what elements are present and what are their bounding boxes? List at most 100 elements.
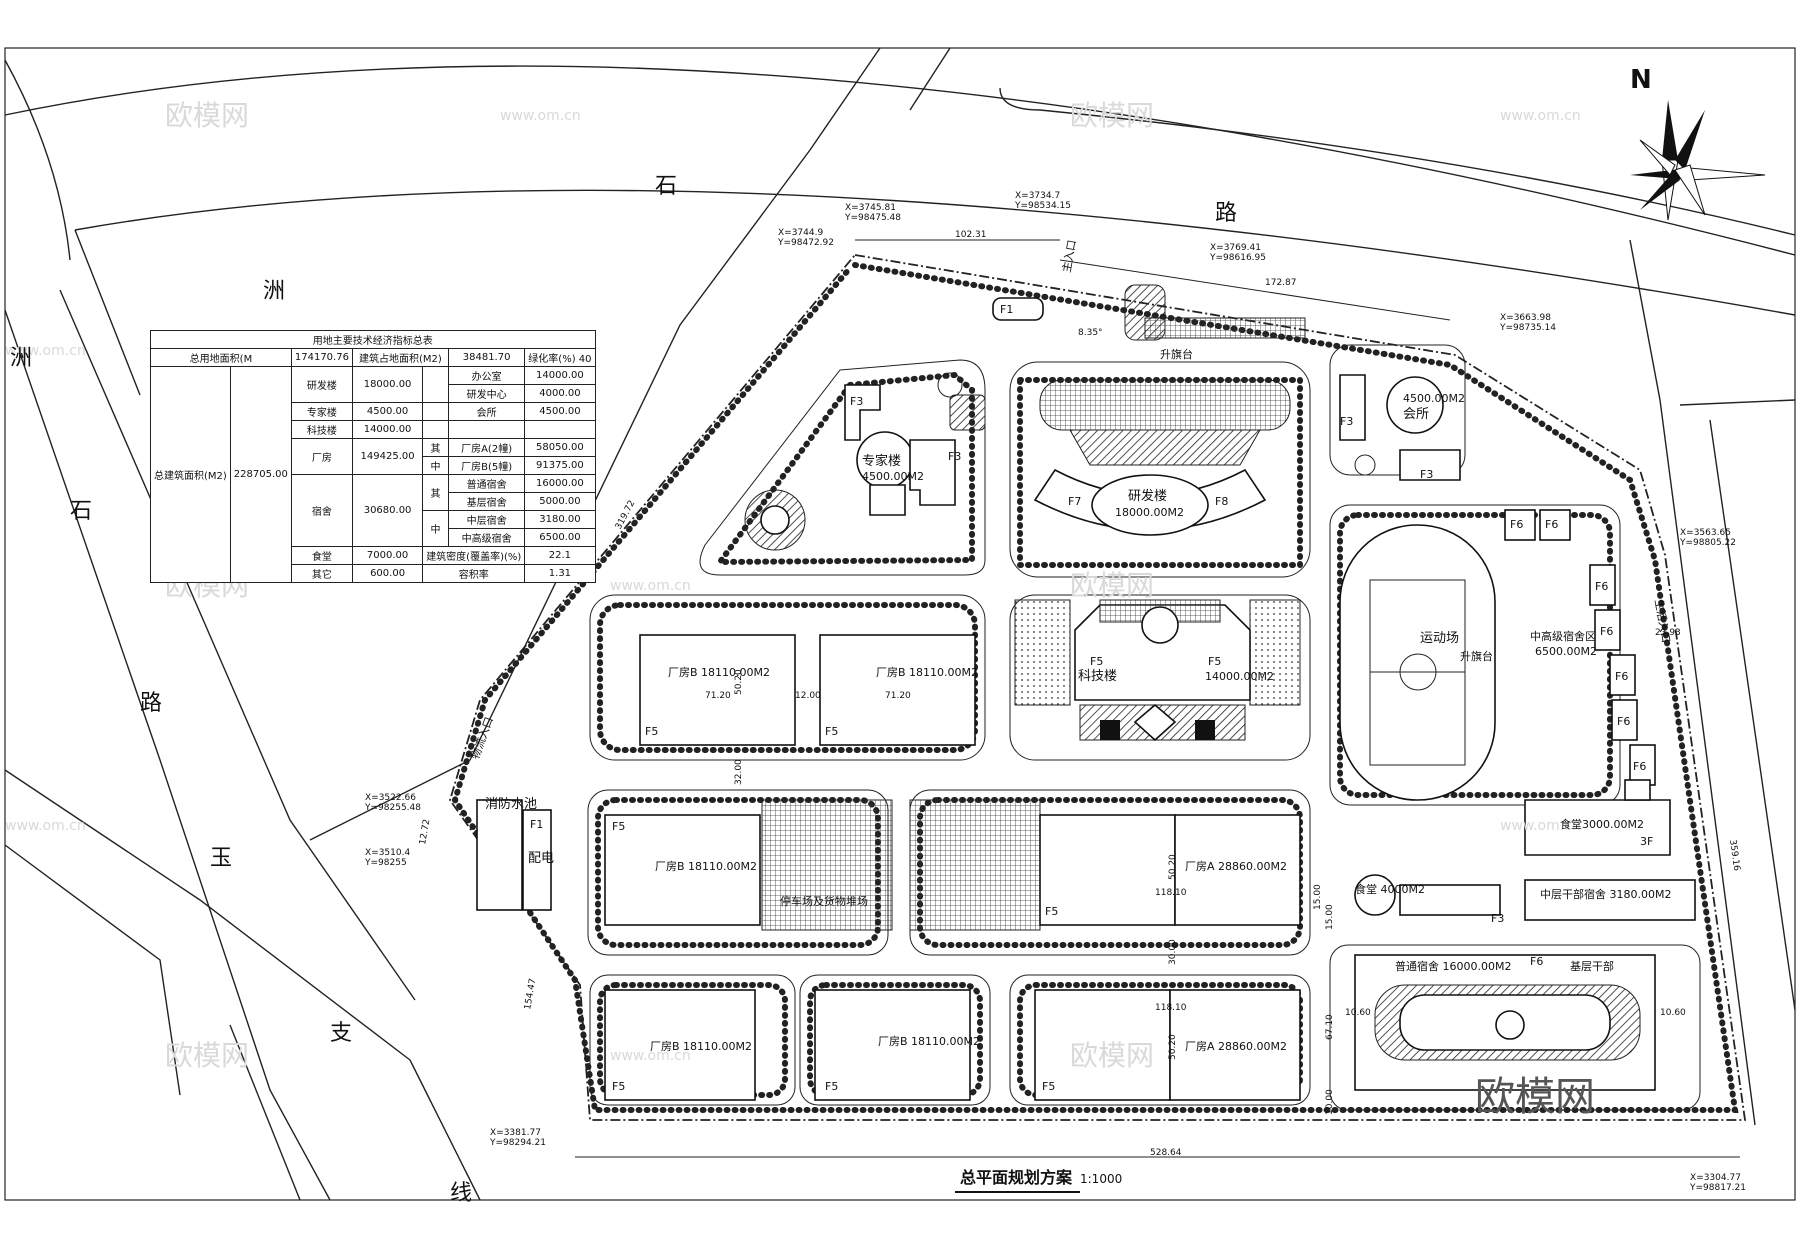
svg-text:F3: F3 <box>948 450 961 463</box>
svg-text:4500.00M2: 4500.00M2 <box>862 470 924 483</box>
coord-y: Y=98805.22 <box>1679 538 1736 548</box>
svg-text:12.72: 12.72 <box>418 818 432 845</box>
drawing-title: 总平面规划方案 1:1000 欧模网 <box>955 1074 1595 1193</box>
road-name-char: 洲 <box>10 346 32 371</box>
svg-text:消防水池: 消防水池 <box>485 796 537 812</box>
svg-text:14000.00M2: 14000.00M2 <box>1205 670 1274 683</box>
road-name-char: 支 <box>330 1021 352 1046</box>
coord-y: Y=98255.48 <box>364 803 421 813</box>
roads <box>4 47 1796 1201</box>
north-arrow <box>1630 100 1766 221</box>
svg-text:会所: 会所 <box>1403 407 1429 422</box>
road-name-char: 路 <box>1215 201 1237 226</box>
svg-text:F7: F7 <box>1068 495 1081 508</box>
svg-text:www.om.cn: www.om.cn <box>610 1048 691 1064</box>
coord-x: X=3663.98 <box>1500 313 1551 323</box>
svg-text:F6: F6 <box>1617 715 1630 728</box>
coord-y: Y=98735.14 <box>1499 323 1556 333</box>
svg-text:F6: F6 <box>1595 580 1608 593</box>
main-gate-label: 主入口 <box>1060 239 1079 274</box>
svg-text:10.00: 10.00 <box>1325 1089 1335 1115</box>
svg-text:F5: F5 <box>645 725 658 738</box>
svg-text:F6: F6 <box>1510 518 1523 531</box>
svg-text:www.om.cn: www.om.cn <box>5 343 86 359</box>
svg-text:F3: F3 <box>1420 468 1433 481</box>
svg-text:F6: F6 <box>1600 625 1613 638</box>
dimensions: 102.31 172.87 319.72 359.16 528.64 154.4… <box>418 230 1741 1158</box>
north-label: N <box>1630 65 1652 95</box>
svg-text:F5: F5 <box>612 1080 625 1093</box>
road-name-char: 石 <box>70 499 92 524</box>
svg-text:118.10: 118.10 <box>1155 1003 1187 1013</box>
svg-text:厂房A 28860.00M2: 厂房A 28860.00M2 <box>1185 1040 1287 1053</box>
svg-text:15.00: 15.00 <box>1313 884 1323 910</box>
svg-text:154.47: 154.47 <box>523 978 538 1011</box>
svg-text:50.20: 50.20 <box>1168 854 1178 880</box>
svg-text:118.10: 118.10 <box>1155 888 1187 898</box>
svg-text:172.87: 172.87 <box>1265 278 1297 288</box>
svg-text:厂房A 28860.00M2: 厂房A 28860.00M2 <box>1185 860 1287 873</box>
svg-text:欧模网: 欧模网 <box>1070 569 1154 602</box>
svg-text:停车场及货物堆场: 停车场及货物堆场 <box>780 894 868 908</box>
svg-text:6500.00M2: 6500.00M2 <box>1535 645 1597 658</box>
svg-text:专家楼: 专家楼 <box>862 453 901 469</box>
indicator-table: 用地主要技术经济指标总表 总用地面积(M 174170.76 建筑占地面积(M2… <box>150 330 596 583</box>
title-text: 总平面规划方案 <box>960 1168 1073 1187</box>
svg-text:F3: F3 <box>1491 912 1504 925</box>
svg-text:50.20: 50.20 <box>734 669 744 695</box>
svg-text:3F: 3F <box>1640 835 1653 848</box>
building-labels: 主入口 物流入口 生活入口 升旗台 升旗台 专家楼 4500.00M2 研发楼 … <box>468 239 1674 1093</box>
svg-text:32.00: 32.00 <box>734 759 744 785</box>
svg-text:F3: F3 <box>1340 415 1353 428</box>
svg-text:F5: F5 <box>1045 905 1058 918</box>
svg-text:科技楼: 科技楼 <box>1078 669 1117 684</box>
coord-x: X=3744.9 <box>778 228 823 238</box>
svg-text:www.om.cn: www.om.cn <box>1500 818 1581 834</box>
coord-y: Y=98294.21 <box>489 1138 546 1148</box>
road-name-char: 线 <box>450 1181 472 1206</box>
buildings <box>476 100 1766 1101</box>
svg-text:F5: F5 <box>1208 655 1221 668</box>
coord-x: X=3563.65 <box>1680 528 1731 538</box>
svg-text:www.om.cn: www.om.cn <box>5 818 86 834</box>
svg-text:F5: F5 <box>1042 1080 1055 1093</box>
svg-text:18000.00M2: 18000.00M2 <box>1115 506 1184 519</box>
coord-y: Y=98534.15 <box>1014 201 1071 211</box>
svg-text:配电: 配电 <box>528 851 554 866</box>
svg-text:4500.00M2: 4500.00M2 <box>1403 392 1465 405</box>
svg-text:359.16: 359.16 <box>1727 839 1741 872</box>
svg-text:食堂 4000M2: 食堂 4000M2 <box>1355 882 1425 896</box>
svg-text:67.10: 67.10 <box>1325 1014 1335 1040</box>
svg-text:基层干部: 基层干部 <box>1570 959 1614 973</box>
svg-text:23.93: 23.93 <box>1655 628 1681 638</box>
svg-text:F8: F8 <box>1215 495 1228 508</box>
coord-x: X=3522.66 <box>365 793 416 803</box>
svg-text:10.60: 10.60 <box>1345 1008 1371 1018</box>
svg-text:欧模网: 欧模网 <box>1070 1039 1154 1072</box>
coord-y: Y=98817.21 <box>1689 1183 1746 1193</box>
svg-text:F5: F5 <box>825 1080 838 1093</box>
coord-x: X=3745.81 <box>845 203 896 213</box>
svg-text:15.00: 15.00 <box>1325 904 1335 930</box>
svg-text:中层干部宿舍 3180.00M2: 中层干部宿舍 3180.00M2 <box>1540 887 1671 901</box>
svg-text:F5: F5 <box>825 725 838 738</box>
svg-text:F5: F5 <box>612 820 625 833</box>
svg-text:8.35°: 8.35° <box>1078 328 1103 338</box>
svg-text:食堂3000.00M2: 食堂3000.00M2 <box>1560 817 1644 831</box>
road-name-char: 洲 <box>263 279 285 304</box>
svg-text:厂房B 18110.00M2: 厂房B 18110.00M2 <box>655 860 757 873</box>
svg-text:欧模网: 欧模网 <box>165 1039 249 1072</box>
svg-text:102.31: 102.31 <box>955 230 987 240</box>
svg-text:欧模网: 欧模网 <box>165 99 249 132</box>
road-name-char: 石 <box>655 174 677 199</box>
road-name-char: 玉 <box>210 846 232 871</box>
svg-text:50.20: 50.20 <box>1168 1034 1178 1060</box>
coord-x: X=3381.77 <box>490 1128 541 1138</box>
svg-text:研发楼: 研发楼 <box>1128 488 1167 504</box>
table-title: 用地主要技术经济指标总表 <box>150 330 596 349</box>
svg-text:10.60: 10.60 <box>1660 1008 1686 1018</box>
svg-text:欧模网: 欧模网 <box>1070 99 1154 132</box>
svg-text:普通宿舍 16000.00M2: 普通宿舍 16000.00M2 <box>1395 959 1511 973</box>
svg-text:F1: F1 <box>530 818 543 831</box>
